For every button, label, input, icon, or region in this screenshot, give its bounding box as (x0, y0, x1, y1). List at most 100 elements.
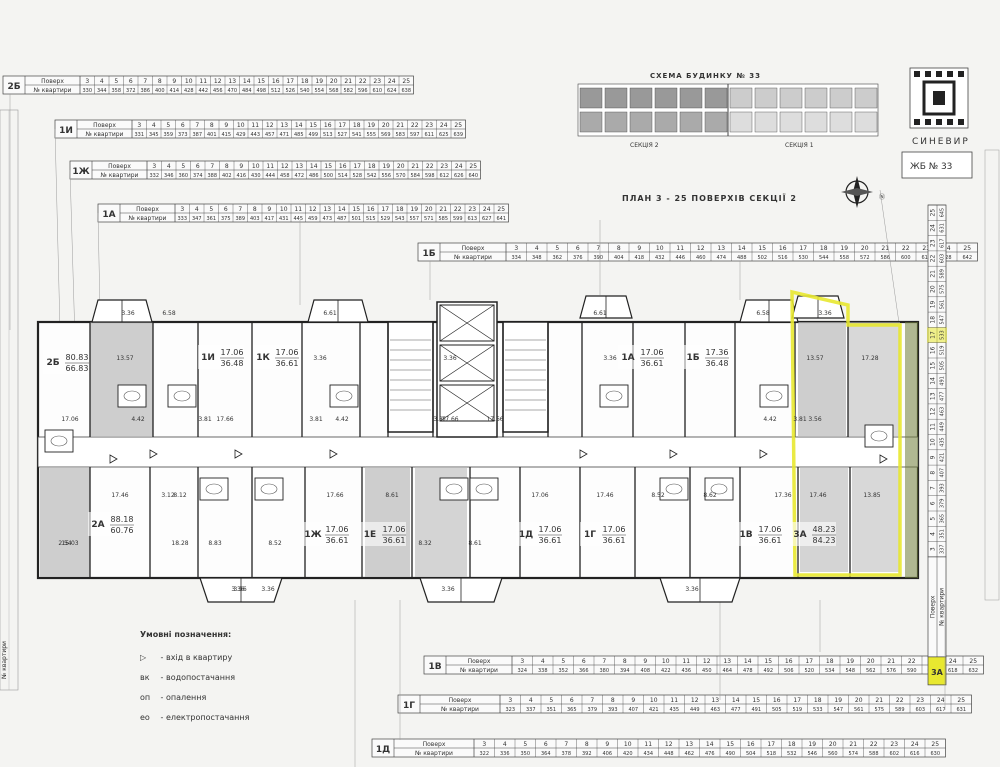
floor-number: 4 (503, 741, 507, 748)
apartment-number: 540 (300, 88, 310, 94)
floor-number: 8 (585, 741, 589, 748)
apartment-number: 546 (807, 751, 817, 757)
apartment-number: 638 (401, 88, 411, 94)
entrance-arrow-icon (879, 454, 888, 464)
floor-number: 17 (767, 741, 775, 748)
apartment-total-area: 17.06 (221, 348, 244, 357)
scheme-block (604, 111, 628, 133)
room-area: 8.61 (468, 540, 482, 547)
apartment-number-label: № квартири (129, 215, 167, 222)
floor-number: 5 (561, 658, 565, 665)
floor-number: 9 (930, 455, 937, 459)
room-area: 8.62 (703, 492, 717, 499)
apartment-number: 477 (731, 707, 741, 713)
floor-number: 19 (367, 122, 375, 129)
floor-number: 7 (602, 658, 606, 665)
apartment-number: 501 (351, 216, 361, 222)
apartment-number: 344 (97, 88, 107, 94)
logo-ornament (925, 71, 931, 77)
room-area: 8.32 (418, 540, 432, 547)
apartment-number: 406 (602, 751, 612, 757)
apartment-total-area: 17.36 (706, 348, 729, 357)
floor-number: 5 (549, 697, 553, 704)
apartment-number: 390 (593, 255, 603, 261)
floor-number: 14 (744, 658, 752, 665)
apartment-number: 492 (763, 668, 773, 674)
floor-number: 13 (717, 245, 725, 252)
bath-fixture (710, 483, 728, 495)
apartment-number: 365 (567, 707, 577, 713)
apartment-number: 407 (628, 707, 638, 713)
floor-number: 24 (930, 224, 937, 232)
apartment-number: 394 (620, 668, 630, 674)
bathroom (117, 384, 147, 408)
apartment-number: 372 (126, 88, 136, 94)
bathroom (329, 384, 359, 408)
apartment-number: 421 (649, 707, 659, 713)
floor-number: 7 (930, 486, 937, 490)
scheme-block (629, 111, 653, 133)
floor-number: 24 (937, 697, 945, 704)
scheme-block (804, 87, 828, 109)
floor-number: 18 (396, 206, 404, 213)
table-apartment-type: 1Ж (72, 167, 89, 177)
floor-number: 5 (114, 78, 118, 85)
floor-number: 24 (455, 163, 463, 170)
room-area: 17.66 (326, 492, 343, 499)
apartment-number: 485 (294, 132, 304, 138)
room-area: 17.28 (861, 355, 878, 362)
apartment-number: 506 (784, 668, 794, 674)
floor-number: 23 (890, 741, 898, 748)
apartment-number: 575 (940, 284, 946, 294)
apartment-number: 387 (192, 132, 202, 138)
floor-number: 13 (323, 206, 331, 213)
apartment-number: 386 (140, 88, 150, 94)
apartment-number: 374 (193, 173, 203, 179)
compass-needle (841, 188, 873, 196)
apartment-total-area: 80.83 (66, 353, 89, 362)
floor-number: 6 (129, 78, 133, 85)
floor-number: 16 (272, 78, 280, 85)
floor-number: 12 (665, 741, 673, 748)
apartment-type: 1Д (519, 530, 533, 540)
apartment-number: 463 (710, 707, 720, 713)
apartment-living-area: 36.48 (221, 359, 244, 368)
bath-fixture (665, 483, 683, 495)
apartment-number: 613 (467, 216, 477, 222)
apartment-number: 527 (337, 132, 347, 138)
apartment-number: 459 (308, 216, 318, 222)
floor-number: 6 (930, 501, 937, 505)
apartment-living-area: 36.61 (276, 359, 299, 368)
floor-number: 18 (353, 122, 361, 129)
room-area: 3.81 (309, 416, 323, 423)
floor-number: 11 (644, 741, 652, 748)
apartment-number: 352 (558, 668, 568, 674)
apartment-number: 600 (901, 255, 911, 261)
apartment-number: 505 (940, 361, 946, 371)
floor-number: 11 (682, 658, 690, 665)
floor-number: 13 (711, 697, 719, 704)
apartment-number: 498 (256, 88, 266, 94)
apartment-number: 640 (468, 173, 478, 179)
apartment-number: 463 (940, 407, 946, 417)
apartment-type: 3А (793, 530, 806, 540)
floor-number: 9 (643, 658, 647, 665)
floor-number: 10 (662, 658, 670, 665)
floor-label: Поверх (136, 206, 159, 213)
apartment-number: 348 (532, 255, 542, 261)
floor-number: 21 (344, 78, 352, 85)
floor-number: 7 (590, 697, 594, 704)
apartment-number: 610 (372, 88, 382, 94)
scheme-block (779, 111, 803, 133)
apartment-number-label: № квартири (939, 588, 946, 626)
electric-symbol: ео (140, 713, 150, 722)
apartment-number: 520 (804, 668, 814, 674)
apartment-number: 471 (279, 132, 289, 138)
apartment-number: 542 (367, 173, 377, 179)
entrance-arrow-icon (579, 449, 588, 459)
scheme-block (579, 87, 603, 109)
apartment-number-label: № квартири (460, 667, 498, 674)
